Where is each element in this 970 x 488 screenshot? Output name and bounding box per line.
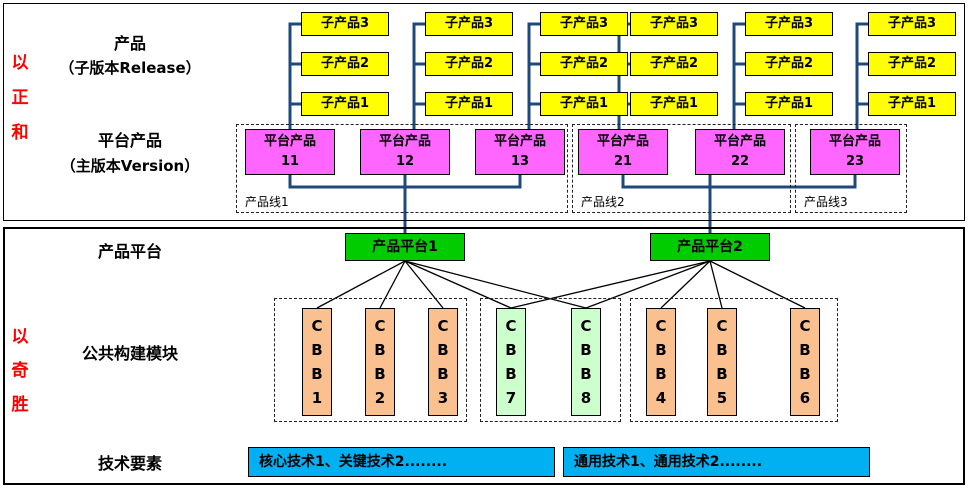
cbb-module-box: CBB8	[571, 308, 601, 416]
sub-product-box: 子产品3	[425, 12, 513, 36]
row-label-cbb: 公共构建模块	[81, 344, 178, 363]
row-label-tech: 技术要素	[97, 454, 162, 473]
cbb-label: CBB7	[505, 317, 517, 407]
top-section-frame	[3, 3, 965, 221]
tech-elements-box: 核心技术1、关键技术2........	[248, 447, 555, 477]
row-label-product-subtitle: （子版本Release）	[59, 59, 201, 77]
sub-product-box: 子产品2	[540, 52, 628, 76]
sub-product-box: 子产品2	[425, 52, 513, 76]
sub-product-box: 子产品1	[540, 92, 628, 116]
cbb-module-box: CBB7	[496, 308, 526, 416]
platform-product-box: 平台产品 13	[475, 129, 565, 175]
sub-product-box: 子产品1	[745, 92, 833, 116]
platform-product-box: 平台产品 21	[578, 129, 668, 175]
cbb-module-box: CBB6	[790, 308, 820, 416]
platform-product-num: 11	[280, 154, 300, 169]
platform-product-num: 22	[730, 154, 750, 169]
platform-product-name: 平台产品	[713, 134, 766, 149]
cbb-label: CBB5	[716, 317, 728, 407]
platform-product-name: 平台产品	[493, 134, 546, 149]
sub-product-box: 子产品3	[630, 12, 718, 36]
tech-elements-box: 通用技术1、通用技术2........	[563, 447, 870, 477]
row-label-platform-subtitle: （主版本Version）	[60, 157, 200, 175]
sub-product-box: 子产品3	[745, 12, 833, 36]
row-label-platform-product: 平台产品	[97, 131, 162, 150]
sub-product-box: 子产品2	[745, 52, 833, 76]
platform-product-box: 平台产品 11	[245, 129, 335, 175]
platform-product-box: 平台产品 22	[695, 129, 785, 175]
bracket-connector-lines	[288, 175, 857, 233]
product-line-label: 产品线3	[804, 195, 848, 209]
platform-product-num: 13	[510, 154, 530, 169]
product-line-group: 产品线1	[236, 124, 568, 213]
platform-product-name: 平台产品	[828, 134, 881, 149]
row-label-product: 产品	[113, 34, 146, 53]
sub-product-box: 子产品2	[301, 52, 389, 76]
cbb-module-box: CBB3	[428, 308, 458, 416]
bottom-section-frame	[3, 227, 965, 485]
sub-product-box: 子产品2	[630, 52, 718, 76]
product-line-group: 产品线2	[572, 124, 791, 213]
fan-connector-lines	[316, 260, 806, 309]
product-platform-box: 产品平台1	[345, 233, 465, 261]
row-label-product-platform: 产品平台	[97, 242, 162, 261]
sub-product-box: 子产品3	[540, 12, 628, 36]
cbb-module-box: CBB1	[302, 308, 332, 416]
product-line-group: 产品线3	[795, 124, 907, 213]
platform-product-num: 12	[395, 154, 415, 169]
platform-product-num: 23	[845, 154, 865, 169]
cbb-label: CBB8	[580, 317, 592, 407]
platform-product-name: 平台产品	[263, 134, 316, 149]
platform-product-box: 平台产品 23	[810, 129, 900, 175]
platform-product-name: 平台产品	[378, 134, 431, 149]
cbb-label: CBB3	[437, 317, 449, 407]
motto-bottom: 以奇胜	[11, 327, 29, 415]
cbb-group	[274, 298, 467, 422]
cbb-module-box: CBB2	[365, 308, 395, 416]
cbb-label: CBB2	[374, 317, 386, 407]
platform-product-num: 21	[613, 154, 633, 169]
sub-product-box: 子产品1	[425, 92, 513, 116]
sub-product-box: 子产品1	[868, 92, 956, 116]
cbb-group	[480, 298, 621, 422]
sub-product-box: 子产品1	[301, 92, 389, 116]
platform-product-name: 平台产品	[596, 134, 649, 149]
cbb-label: CBB1	[311, 317, 323, 407]
sub-product-box: 子产品1	[630, 92, 718, 116]
motto-top: 以正和	[11, 53, 29, 143]
sub-product-box: 子产品3	[868, 12, 956, 36]
cbb-label: CBB4	[655, 317, 667, 407]
sub-product-box: 子产品2	[868, 52, 956, 76]
cbb-group	[630, 298, 838, 422]
cbb-label: CBB6	[799, 317, 811, 407]
cbb-module-box: CBB5	[707, 308, 737, 416]
product-line-label: 产品线1	[245, 195, 289, 209]
product-platform-box: 产品平台2	[650, 233, 770, 261]
cbb-module-box: CBB4	[646, 308, 676, 416]
product-line-label: 产品线2	[581, 195, 625, 209]
sub-product-box: 子产品3	[301, 12, 389, 36]
platform-product-box: 平台产品 12	[360, 129, 450, 175]
